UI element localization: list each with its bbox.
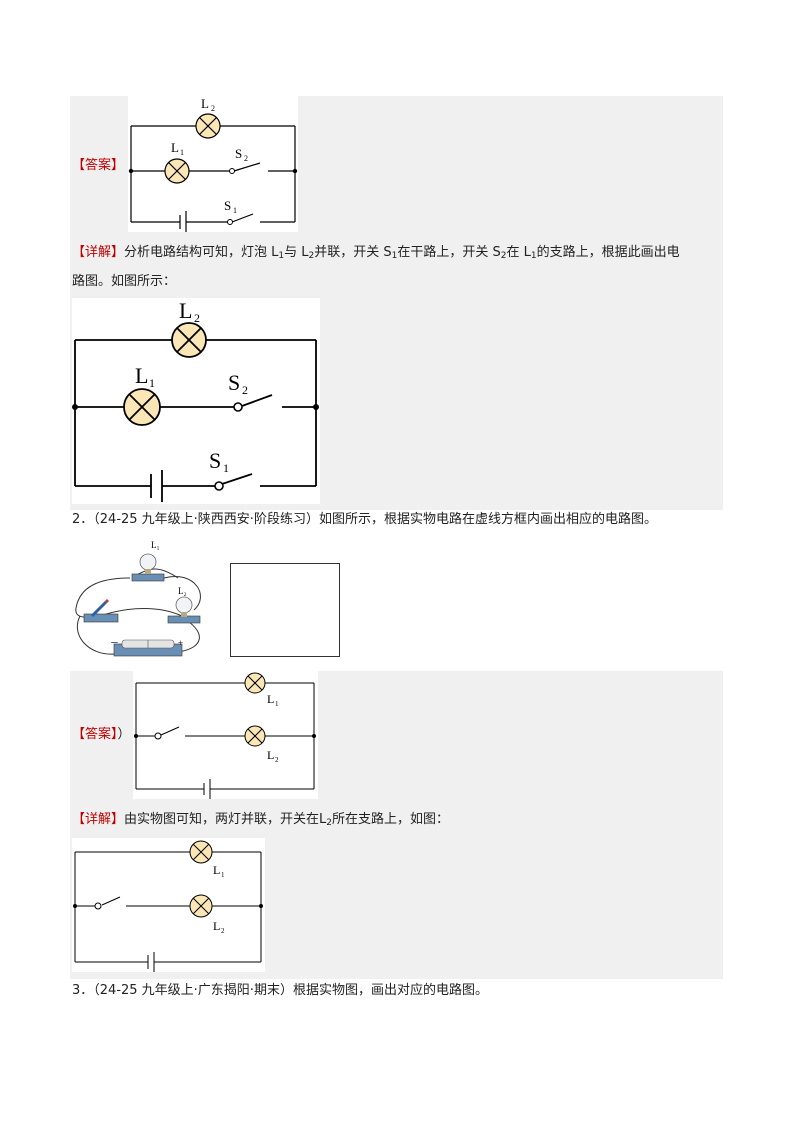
- q1-detail-label-s1-sub: 1: [223, 461, 229, 475]
- q2-detail-b: L: [319, 812, 327, 827]
- q2-answer-circuit: L 1 L 2: [134, 672, 316, 799]
- q1-label-l2-sub: 2: [211, 104, 215, 113]
- q1-detail-line1: 【详解】分析电路结构可知，灯泡 L1与 L2并联，开关 S1在干路上，开关 S2…: [72, 243, 722, 266]
- q1-detail-sub-c: 1: [391, 251, 398, 261]
- q1-answer-circuit: L 2 L 1 S 2 S 1: [128, 96, 298, 233]
- q1-detail-circuit: L 2 L 1 S 2 S 1: [72, 298, 319, 502]
- q2-answer-label-l1: L: [267, 692, 274, 706]
- q1-detail-a: 分析电路结构可知，灯泡 L: [124, 245, 279, 260]
- q1-detail-label-l2: L: [179, 298, 192, 323]
- q1-label-l1-sub: 1: [180, 148, 184, 157]
- q1-detail-label-l1: L: [135, 363, 148, 388]
- q2-title: 2．（24-25 九年级上·陕西西安·阶段练习）如图所示，根据实物电路在虚线方框…: [72, 512, 657, 527]
- q1-detail-sub-a: 1: [278, 251, 285, 261]
- q1-label-s1: S: [224, 198, 231, 213]
- q2-detail-diagram-panel: L 1 L 2: [72, 838, 265, 972]
- q2-detail-a: 由实物图可知，两灯并联，开关在: [124, 812, 320, 827]
- q1-label-s2: S: [235, 146, 242, 161]
- q1-detail-diagram-panel: L 2 L 1 S 2 S 1: [72, 298, 320, 504]
- q2-answer-suffix: ）: [117, 727, 131, 742]
- q2-answer-tag-line: 【答案】）: [72, 725, 131, 745]
- q1-lamp-l1: [164, 158, 190, 184]
- q1-label-l1: L: [171, 140, 179, 155]
- q2-photo-label-minus: －: [110, 638, 119, 648]
- q1-detail-c: 并联，开关 S: [314, 245, 392, 260]
- q2-answer-tag: 【答案】: [72, 727, 118, 742]
- q2-photo-label-plus: +: [178, 638, 183, 648]
- q2-detail-label-l1: L: [213, 863, 220, 877]
- q1-detail-sub-b: 2: [308, 251, 315, 261]
- q1-label-l2: L: [201, 96, 209, 111]
- q1-detail-e: 在 L: [506, 245, 531, 260]
- q1-label-s1-sub: 1: [233, 206, 237, 215]
- q1-detail-label-l2-sub: 2: [194, 311, 200, 325]
- q1-detail-label-s1: S: [209, 448, 221, 473]
- q2-answer-diagram-panel: L 1 L 2: [133, 671, 318, 799]
- q2-answer-label-l2-sub: 2: [275, 756, 279, 764]
- q2-detail-circuit: L 1 L 2: [73, 840, 263, 972]
- q2-photo-label-l1: L₁: [151, 540, 160, 550]
- q2-photo-lamp-l1: [131, 553, 165, 582]
- q1-answer-tag: 【答案】: [72, 158, 125, 173]
- q2-photo-battery: [113, 639, 183, 657]
- q2-detail-lamp-middle: [189, 894, 213, 918]
- q2-photo-lamp-l2: [167, 596, 201, 624]
- q2-detail-label-l2: L: [213, 919, 220, 933]
- q1-detail-sub-d: 2: [500, 251, 507, 261]
- q2-detail-sub: 2: [326, 818, 333, 828]
- q2-answer-label-l2: L: [267, 748, 274, 762]
- q1-lamp-l2: [195, 113, 221, 139]
- q2-photo-illustration: L₁ L₂ － +: [75, 540, 201, 657]
- q1-detail-label-l1-sub: 1: [149, 376, 155, 390]
- q2-detail-label-l2-sub: 2: [221, 927, 225, 935]
- q1-detail-sub-e: 1: [530, 251, 537, 261]
- q2-photo-switch: [83, 598, 119, 623]
- q1-label-s2-sub: 2: [244, 154, 248, 163]
- q1-detail-f: 的支路上，根据此画出电: [536, 245, 680, 260]
- q1-detail-b: 与 L: [284, 245, 309, 260]
- q2-answer-lamp-middle: [244, 725, 266, 747]
- q2-answer-lamp-top: [244, 672, 266, 694]
- q2-detail-lamp-top: [189, 840, 213, 864]
- q1-detail-d: 在干路上，开关 S: [397, 245, 501, 260]
- q3-title: 3．（24-25 九年级上·广东揭阳·期末）根据实物图，画出对应的电路图。: [72, 983, 488, 998]
- q1-detail-label-s2-sub: 2: [242, 383, 248, 397]
- q2-detail-label-l1-sub: 1: [221, 871, 225, 879]
- q2-detail-tag: 【详解】: [72, 812, 125, 827]
- q2-photo-label-l2: L₂: [178, 586, 187, 596]
- q1-detail-label-s2: S: [228, 370, 240, 395]
- q2-photo: L₁ L₂ － +: [70, 536, 216, 660]
- q1-detail-tag: 【详解】: [72, 245, 125, 260]
- q2-detail-c: 所在支路上，如图：: [332, 812, 450, 827]
- q1-detail-line2: 路图。如图所示：: [72, 274, 177, 289]
- q2-detail-line: 【详解】由实物图可知，两灯并联，开关在L2所在支路上，如图：: [72, 810, 722, 833]
- q1-detail-lamp-l1: [123, 388, 161, 426]
- q2-answer-label-l1-sub: 1: [275, 700, 279, 708]
- q2-drawing-box: [230, 563, 340, 657]
- q1-answer-diagram-panel: L 2 L 1 S 2 S 1: [128, 96, 298, 233]
- q1-detail-lamp-l2: [171, 322, 207, 358]
